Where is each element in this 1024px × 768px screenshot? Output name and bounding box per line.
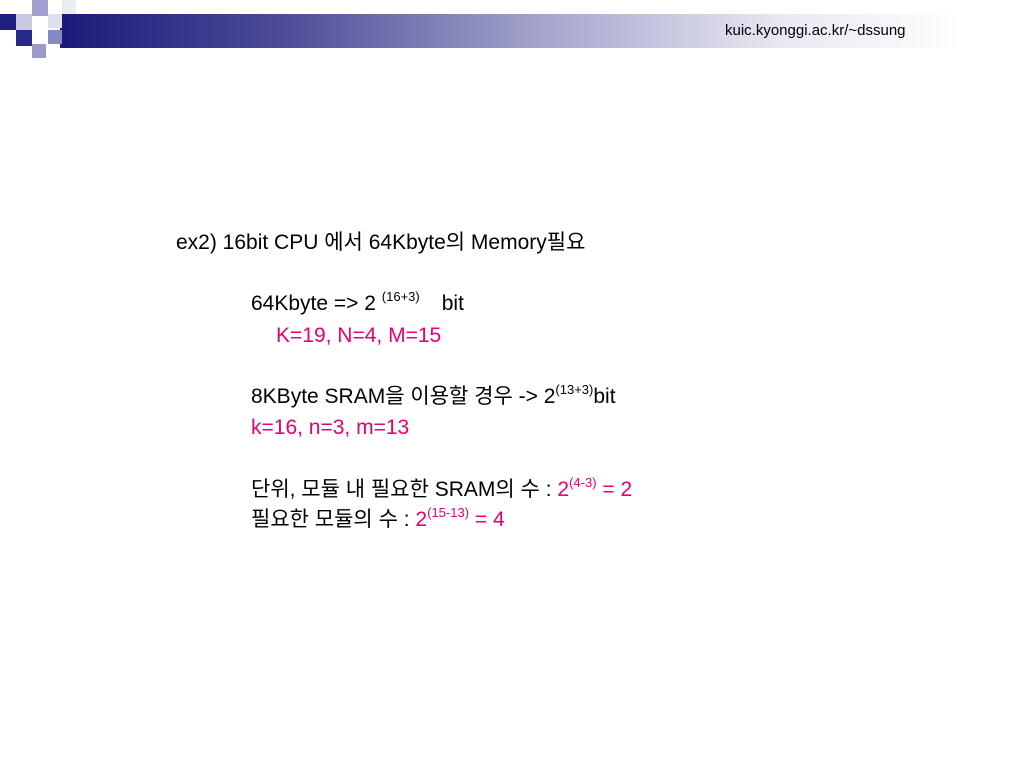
unit-module-line: 단위, 모듈 내 필요한 SRAM의 수 : 2(4-3) = 2	[251, 475, 632, 505]
decor-square-icon	[32, 44, 46, 58]
sram-suffix: bit	[593, 385, 616, 408]
decor-square-icon	[16, 14, 32, 30]
header-url: kuic.kyonggi.ac.kr/~dssung	[725, 22, 906, 39]
memory-size-prefix: 64Kbyte => 2	[251, 292, 382, 315]
module-count-result: = 4	[469, 508, 505, 531]
memory-params-line: K=19, N=4, M=15	[276, 321, 441, 351]
unit-module-result: = 2	[596, 478, 633, 501]
decor-square-icon	[0, 14, 16, 30]
sram-prefix: 8KByte SRAM을 이용할 경우 -> 2	[251, 385, 556, 408]
decor-square-icon	[32, 0, 48, 16]
sram-line: 8KByte SRAM을 이용할 경우 -> 2(13+3)bit	[251, 382, 616, 412]
unit-module-base: 2	[557, 478, 570, 501]
module-count-prefix: 필요한 모듈의 수 :	[251, 508, 416, 531]
memory-size-exponent: (16+3)	[381, 289, 420, 304]
sram-params-line: k=16, n=3, m=13	[251, 413, 409, 443]
memory-params-text: K=19, N=4, M=15	[276, 324, 442, 347]
memory-size-suffix: bit	[441, 292, 464, 315]
module-count-exponent: (15-13)	[427, 505, 470, 520]
decor-square-icon	[62, 0, 76, 14]
header-gradient-bar	[60, 14, 960, 48]
unit-module-exponent: (4-3)	[569, 475, 597, 490]
example-heading: ex2) 16bit CPU 에서 64Kbyte의 Memory필요	[176, 228, 585, 258]
example-heading-text: ex2) 16bit CPU 에서 64Kbyte의 Memory필요	[176, 231, 586, 254]
module-count-line: 필요한 모듈의 수 : 2(15-13) = 4	[251, 505, 505, 535]
sram-params-text: k=16, n=3, m=13	[251, 416, 410, 439]
module-count-base: 2	[415, 508, 428, 531]
sram-exponent: (13+3)	[555, 382, 594, 397]
decor-square-icon	[16, 30, 32, 46]
decor-square-icon	[48, 30, 62, 44]
decor-square-icon	[48, 14, 62, 28]
unit-module-prefix: 단위, 모듈 내 필요한 SRAM의 수 :	[251, 478, 558, 501]
memory-size-line: 64Kbyte => 2 (16+3) bit	[251, 289, 464, 319]
